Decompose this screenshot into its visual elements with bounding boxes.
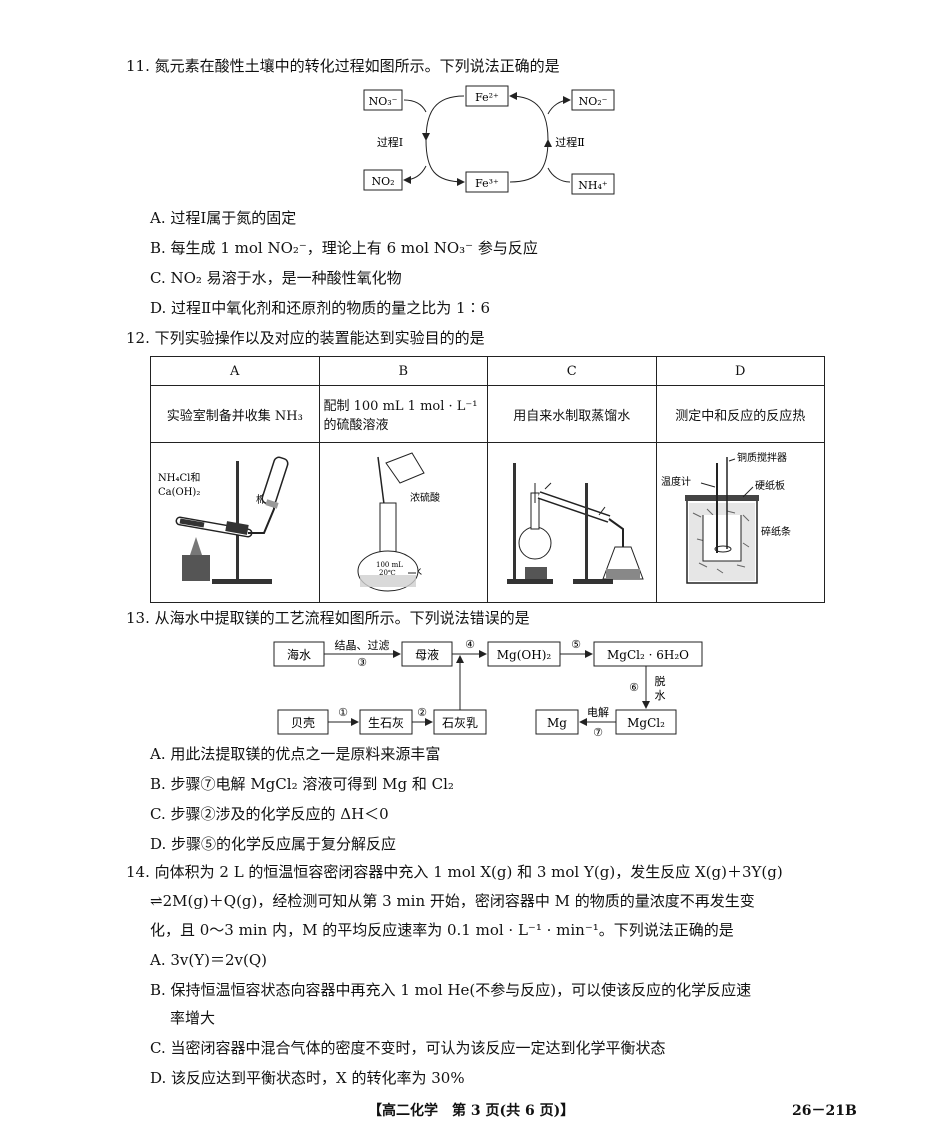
desc-b: 配制 100 mL 1 mol · L⁻¹ 的硫酸溶液 — [318, 385, 488, 443]
label-b-flask1: 100 mL — [376, 561, 403, 569]
q14-stem-line3: 化，且 0～3 min 内，M 的平均反应速率为 0.1 mol · L⁻¹ ·… — [150, 921, 734, 939]
box-fe3 — [465, 171, 509, 193]
label-fe3: Fe³⁺ — [475, 177, 499, 190]
arrow-left-top — [422, 95, 465, 141]
q12-stem: 12. 下列实验操作以及对应的装置能达到实验目的的是 — [126, 329, 485, 347]
box-no2m — [571, 89, 615, 111]
apparatus-b: 浓硫酸 水 100 mL 20℃ — [318, 442, 488, 603]
label-step2: ② — [417, 706, 427, 719]
apparatus-a-drawing: NH₄Cl和 Ca(OH)₂ 棉花 — [158, 456, 289, 584]
label-step5: ⑤ — [571, 638, 581, 651]
apparatus-c — [487, 442, 657, 603]
arrow-no3-in — [403, 99, 427, 113]
label-no2: NO₂ — [371, 175, 394, 188]
node-mgcl2-6h2o: MgCl₂ · 6H₂O — [607, 648, 689, 662]
q11-option-b: B. 每生成 1 mol NO₂⁻，理论上有 6 mol NO₃⁻ 参与反应 — [150, 239, 538, 257]
q14-option-b-cont: 率增大 — [170, 1009, 216, 1027]
q11-option-a: A. 过程Ⅰ属于氮的固定 — [150, 209, 297, 227]
apparatus-d: 铜质搅拌器 温度计 硬纸板 碎纸条 — [655, 442, 825, 603]
label-d-board: 硬纸板 — [755, 479, 785, 492]
label-electrolysis: 电解 — [587, 705, 609, 719]
box-nh4 — [571, 173, 615, 195]
page-footer: 【高二化学 第 3 页(共 6 页)】 — [368, 1103, 575, 1119]
node-mgcl2: MgCl₂ — [627, 716, 665, 730]
q12-apparatus-table: A B C D 实验室制备并收集 NH₃ 配制 100 mL 1 mol · L… — [150, 356, 825, 603]
label-proc2: 过程Ⅱ — [555, 136, 584, 149]
q13-flow-diagram: 海水 母液 Mg(OH)₂ MgCl₂ · 6H₂O 结晶、过滤 ③ ④ ⑤ 贝… — [273, 638, 703, 739]
q11-option-c: C. NO₂ 易溶于水，是一种酸性氧化物 — [150, 269, 402, 287]
label-b-acid: 浓硫酸 — [410, 491, 440, 504]
q13-option-b: B. 步骤⑦电解 MgCl₂ 溶液可得到 Mg 和 Cl₂ — [150, 775, 454, 793]
arrow-left-bottom — [425, 139, 465, 186]
apparatus-a: NH₄Cl和 Ca(OH)₂ 棉花 — [150, 442, 320, 603]
label-step6: ⑥ — [629, 681, 639, 694]
node-mg: Mg — [547, 716, 567, 730]
node-mother-liquor: 母液 — [415, 647, 439, 662]
label-step1: ① — [338, 706, 348, 719]
q14-stem-line2: ⇌2M(g)＋Q(g)，经检测可知从第 3 min 开始，密闭容器中 M 的物质… — [150, 892, 755, 910]
label-step7: ⑦ — [593, 726, 603, 739]
label-nh4: NH₄⁺ — [578, 179, 608, 192]
q14-option-a: A. 3v(Y)＝2v(Q) — [150, 951, 268, 969]
label-no2m: NO₂⁻ — [579, 95, 608, 108]
label-crystallize: 结晶、过滤 — [335, 639, 390, 652]
label-step4: ④ — [465, 638, 475, 651]
q13-option-d: D. 步骤⑤的化学反应属于复分解反应 — [150, 835, 397, 853]
arrow-no2-out — [403, 165, 427, 184]
box-fe2 — [465, 85, 509, 107]
desc-d: 测定中和反应的反应热 — [655, 385, 825, 443]
col-header-c: C — [487, 356, 657, 386]
col-header-a: A — [150, 356, 320, 386]
desc-a: 实验室制备并收集 NH₃ — [150, 385, 320, 443]
node-seawater: 海水 — [287, 647, 311, 662]
q11-option-d: D. 过程Ⅱ中氧化剂和还原剂的物质的量之比为 1∶6 — [150, 299, 491, 317]
label-no3: NO₃⁻ — [369, 95, 398, 108]
node-lime-milk: 石灰乳 — [442, 716, 478, 730]
label-d-thermo: 温度计 — [661, 475, 691, 488]
q13-stem: 13. 从海水中提取镁的工艺流程如图所示。下列说法错误的是 — [126, 609, 530, 627]
apparatus-b-drawing: 浓硫酸 水 100 mL 20℃ — [357, 452, 440, 592]
label-a-reagent2: Ca(OH)₂ — [158, 487, 200, 498]
node-quicklime: 生石灰 — [368, 716, 404, 730]
label-a-reagent1: NH₄Cl和 — [158, 472, 200, 484]
q14-option-d: D. 该反应达到平衡状态时，X 的转化率为 30% — [150, 1069, 465, 1087]
q11-nitrogen-cycle-diagram: NO₃⁻ Fe²⁺ NO₂⁻ NO₂ Fe³⁺ NH₄⁺ 过程Ⅰ 过程Ⅱ — [363, 85, 615, 195]
box-no2 — [363, 169, 403, 191]
desc-c: 用自来水制取蒸馏水 — [487, 385, 657, 443]
paper-code: 26－21B — [792, 1103, 857, 1119]
label-d-stirrer: 铜质搅拌器 — [737, 451, 787, 464]
node-shell: 贝壳 — [291, 716, 315, 730]
label-step3: ③ — [357, 656, 367, 669]
label-b-flask2: 20℃ — [379, 569, 396, 577]
apparatus-c-drawing — [506, 463, 644, 584]
label-d-paper: 碎纸条 — [761, 525, 791, 538]
apparatus-d-drawing: 铜质搅拌器 温度计 硬纸板 碎纸条 — [661, 451, 791, 584]
node-mgoh2: Mg(OH)₂ — [497, 648, 552, 662]
label-dehydrate-2: 水 — [655, 689, 666, 702]
q14-option-c: C. 当密闭容器中混合气体的密度不变时，可认为该反应一定达到化学平衡状态 — [150, 1039, 666, 1057]
label-dehydrate-1: 脱 — [655, 674, 666, 688]
col-header-d: D — [655, 356, 825, 386]
arrow-right-bottom — [509, 139, 552, 183]
q13-option-a: A. 用此法提取镁的优点之一是原料来源丰富 — [150, 745, 441, 763]
q14-option-b: B. 保持恒温恒容状态向容器中再充入 1 mol He(不参与反应)，可以使该反… — [150, 981, 752, 999]
q13-option-c: C. 步骤②涉及的化学反应的 ΔH＜0 — [150, 805, 389, 823]
label-proc1: 过程Ⅰ — [377, 136, 403, 149]
q14-stem-line1: 14. 向体积为 2 L 的恒温恒容密闭容器中充入 1 mol X(g) 和 3… — [126, 863, 783, 881]
arrow-right-top — [509, 92, 549, 141]
col-header-b: B — [318, 356, 488, 386]
arrow-nh4-in — [547, 167, 571, 183]
arrow-no2m-out — [547, 96, 571, 115]
q11-stem: 11. 氮元素在酸性土壤中的转化过程如图所示。下列说法正确的是 — [126, 57, 560, 75]
box-no3 — [363, 89, 403, 111]
label-fe2: Fe²⁺ — [475, 91, 499, 104]
